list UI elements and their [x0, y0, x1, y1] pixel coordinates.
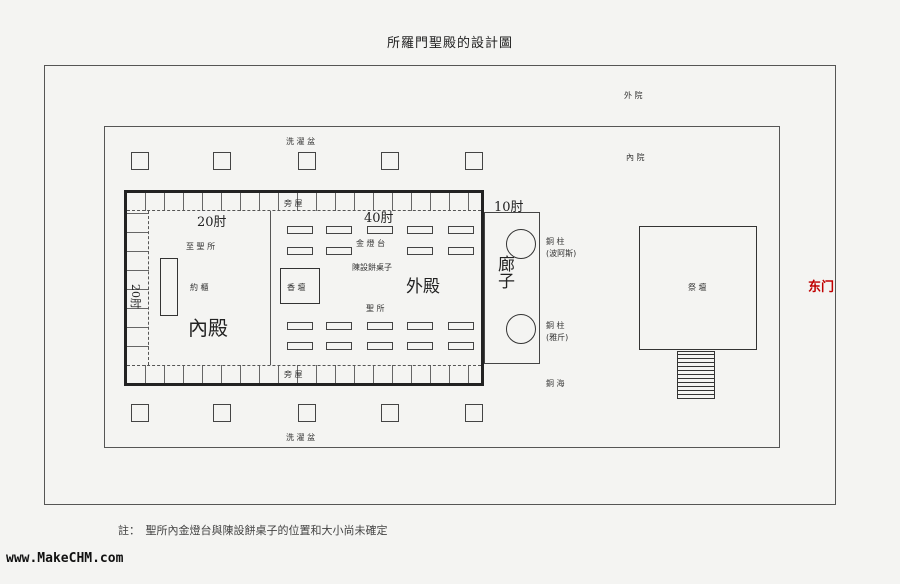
- bronze-sea-label: 銅 海: [546, 379, 565, 388]
- side-room-band-left: [127, 211, 149, 365]
- lampstand-table: [448, 247, 474, 255]
- laver-stand: [381, 404, 399, 422]
- showbread-table: [448, 342, 474, 350]
- laver-stand: [131, 404, 149, 422]
- hall-divider: [270, 211, 271, 365]
- pillar-jachin-name: (雅斤): [546, 333, 569, 342]
- altar-steps: [677, 351, 715, 399]
- lampstand-table: [326, 226, 352, 234]
- showbread-table: [326, 342, 352, 350]
- showbread-table: [326, 322, 352, 330]
- incense-altar-label: 香 壇: [287, 283, 306, 292]
- showbread-table: [407, 322, 433, 330]
- laver-bottom-label: 洗 濯 盆: [286, 433, 316, 442]
- showbread-table: [367, 322, 393, 330]
- lampstand-table: [448, 226, 474, 234]
- laver-top-label: 洗 濯 盆: [286, 137, 316, 146]
- watermark: www.MakeCHM.com: [6, 551, 124, 566]
- showbread-table: [407, 342, 433, 350]
- dimension-40-cubits: 40肘: [364, 211, 394, 226]
- porch-label: 廊子: [494, 255, 514, 289]
- lampstand-table: [287, 226, 313, 234]
- pillar-jachin: [506, 314, 536, 344]
- footnote: 註： 聖所內金燈台與陳設餅桌子的位置和大小尚未確定: [118, 524, 388, 537]
- pillar-jachin-label: 銅 柱: [546, 321, 565, 330]
- laver-stand: [213, 152, 231, 170]
- showbread-tables-label: 陳設餅桌子: [352, 263, 392, 272]
- laver-stand: [465, 152, 483, 170]
- laver-stand: [298, 404, 316, 422]
- laver-stand: [131, 152, 149, 170]
- lampstand-table: [326, 247, 352, 255]
- east-gate-edge: [779, 258, 780, 310]
- east-gate-opening: [776, 258, 838, 310]
- dimension-20-cubits: 20肘: [197, 215, 227, 230]
- side-dimension-20: 20肘: [129, 284, 142, 309]
- showbread-table: [448, 322, 474, 330]
- lampstand-table: [407, 226, 433, 234]
- porch: [484, 212, 540, 364]
- showbread-table: [287, 342, 313, 350]
- side-room-bottom-label: 旁 屋: [284, 370, 303, 379]
- side-room-top-label: 旁 屋: [284, 199, 303, 208]
- holy-place-label: 聖 所: [366, 304, 385, 313]
- most-holy-label: 至 聖 所: [186, 242, 216, 251]
- pillar-boaz: [506, 229, 536, 259]
- laver-stand: [298, 152, 316, 170]
- side-room-band-bottom: [127, 365, 481, 383]
- outer-court-label: 外 院: [624, 91, 643, 100]
- side-room-band-top: [127, 193, 481, 211]
- pillar-boaz-name: (波阿斯): [546, 249, 577, 258]
- ark-box: [160, 258, 178, 316]
- laver-stand: [465, 404, 483, 422]
- east-gate-label: 东门: [808, 280, 835, 295]
- showbread-table: [287, 322, 313, 330]
- outer-hall-label: 外殿: [406, 277, 440, 297]
- laver-stand: [213, 404, 231, 422]
- temple-building: [124, 190, 484, 386]
- inner-court-label: 內 院: [626, 153, 645, 162]
- altar-label: 祭 壇: [688, 283, 707, 292]
- showbread-table: [367, 342, 393, 350]
- altar: [639, 226, 757, 350]
- page-title: 所羅門聖殿的設計圖: [386, 36, 513, 51]
- lampstand-table: [407, 247, 433, 255]
- lampstand-table: [367, 226, 393, 234]
- laver-stand: [381, 152, 399, 170]
- lampstand-table: [287, 247, 313, 255]
- incense-altar: [280, 268, 320, 304]
- pillar-boaz-label: 銅 柱: [546, 237, 565, 246]
- gold-lampstand-label: 金 燈 台: [356, 239, 386, 248]
- inner-hall-label: 內殿: [188, 316, 228, 340]
- east-gate-edge: [835, 258, 836, 310]
- ark-label: 約 櫃: [190, 283, 209, 292]
- dimension-10-cubits: 10肘: [494, 200, 524, 215]
